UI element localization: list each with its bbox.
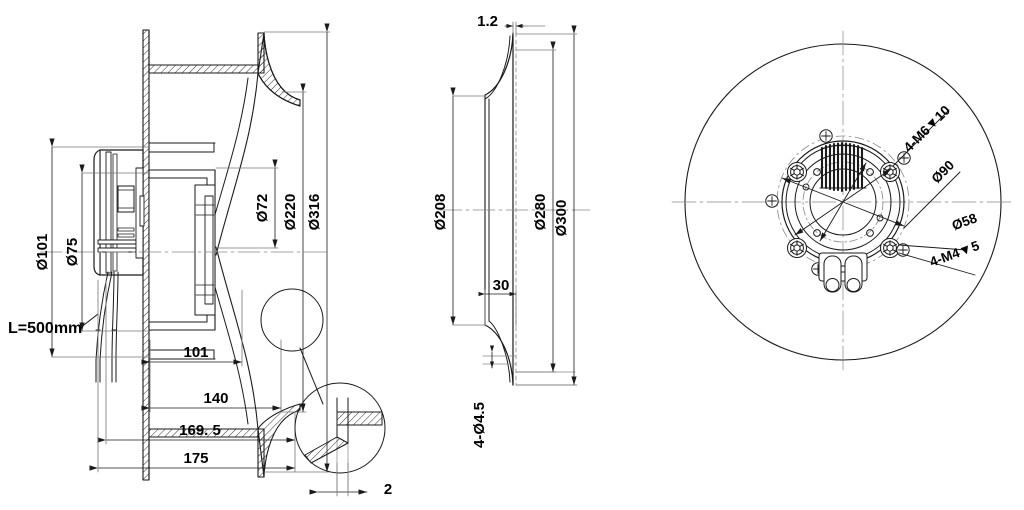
dim-label-d300: Ø300 [553, 200, 570, 237]
dim-label-d208: Ø208 [432, 194, 449, 231]
dim-d208 [450, 87, 487, 326]
callout-label-d90: Ø90 [928, 157, 957, 186]
callout-label-m4: 4-M4▼5 [928, 238, 982, 270]
dim-label-175: 175 [183, 450, 208, 467]
diagonal-leaders [781, 162, 905, 242]
callout-leaders [892, 109, 976, 276]
dim-d316 [263, 23, 331, 473]
impeller-backplate [142, 29, 150, 481]
dim-2 [309, 462, 368, 497]
dim-label-140: 140 [203, 390, 228, 407]
dim-label-2: 2 [384, 481, 392, 498]
callout-label-d58: Ø58 [950, 210, 980, 233]
dim-label-d72: Ø72 [254, 194, 271, 222]
section-view-middle: 1.2 Ø208 Ø280 Ø300 30 [432, 13, 591, 448]
dim-label-d316: Ø316 [306, 194, 323, 231]
dim-d101 [49, 138, 151, 358]
dim-101 [141, 289, 243, 367]
m6-bolt-1 [880, 162, 900, 182]
dim-175 [89, 279, 296, 473]
motor-cables [79, 271, 119, 383]
callout-label-m6: 4-M6▼10 [901, 103, 953, 155]
dim-label-d75: Ø75 [64, 238, 81, 266]
shroud-lower [148, 403, 301, 481]
dim-140 [141, 339, 282, 413]
dim-label-4-d4-5: 4-Ø4.5 [471, 402, 488, 448]
dim-label-30: 30 [493, 277, 510, 294]
cable-length-label: L=500mm [8, 320, 82, 337]
dim-d300 [515, 25, 578, 386]
motor-housing [93, 149, 145, 276]
dim-label-1-2: 1.2 [477, 13, 498, 30]
dim-label-d280: Ø280 [532, 194, 549, 231]
shroud-upper [148, 29, 301, 107]
m6-bolt-4 [787, 238, 807, 258]
m6-bolt-3 [787, 162, 807, 182]
dim-label-d220: Ø220 [282, 194, 299, 231]
dim-d280 [515, 41, 557, 373]
m6-bolt-group [787, 162, 900, 258]
dim-d75 [79, 164, 151, 332]
heatsink-fins [819, 141, 867, 193]
dim-d220 [281, 83, 307, 413]
backplate-screw-2 [897, 151, 911, 165]
backplate-screw-4 [765, 194, 779, 208]
cable-gland-assembly [818, 252, 868, 293]
motor-hub-section [148, 169, 216, 331]
dim-30 [478, 289, 517, 327]
dim-1-2 [504, 21, 546, 35]
backplate-screw-1 [819, 129, 833, 143]
dim-d72 [215, 159, 279, 249]
dim-label-d101: Ø101 [34, 234, 51, 271]
dim-label-101: 101 [183, 344, 208, 361]
detail-indicator-circle [260, 288, 324, 405]
front-view-right: 4-M6▼10 Ø90 Ø58 4-M4▼5 [671, 30, 1015, 374]
detail-view: 2 [294, 382, 392, 498]
section-view-left: L=500mm Ø101 Ø75 Ø72 Ø220 [8, 23, 331, 481]
dim-label-169-5: 169. 5 [179, 422, 221, 439]
